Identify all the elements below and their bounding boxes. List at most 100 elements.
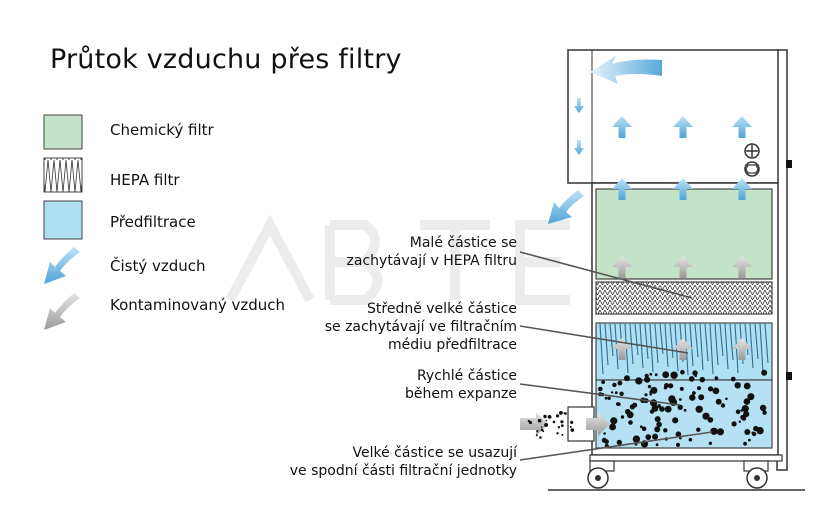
particle (620, 415, 625, 419)
particle (535, 434, 538, 437)
annotation-line: během expanze (404, 386, 517, 402)
annotation-line: Malé částice se (409, 235, 517, 251)
particle (741, 416, 747, 421)
particle (561, 433, 564, 436)
particle (679, 386, 684, 391)
particle (748, 438, 751, 442)
annotation-line: zachytávají v HEPA filtru (346, 253, 517, 269)
prefilter-fiber (744, 323, 749, 356)
legend-swatch-prefilter (43, 200, 83, 240)
particle (688, 437, 693, 442)
inlet-contaminated-air-arrow-icon (586, 412, 610, 436)
annotation-line: Středně velké částice (367, 301, 517, 317)
particle (557, 426, 561, 429)
particle (668, 383, 674, 389)
particle (702, 412, 710, 420)
particle (625, 408, 631, 415)
annotation-fast-particles: Rychlé částice během expanze (405, 367, 517, 403)
legend-swatch-chemical (43, 114, 83, 150)
particle (570, 420, 574, 424)
particle (559, 411, 563, 415)
particle (542, 430, 545, 433)
particle (652, 433, 659, 440)
prefilter-fiber (689, 323, 694, 367)
prefilter-fiber (729, 323, 734, 361)
particle (598, 386, 603, 392)
outlet-clean-air-arrow-icon (590, 56, 662, 84)
prefilter-fiber (649, 323, 654, 373)
particle (619, 391, 624, 396)
particle (644, 393, 648, 397)
particle (692, 391, 696, 395)
particle (645, 434, 652, 440)
particle (644, 373, 649, 378)
annotation-line: Velké částice se usazují (352, 445, 517, 461)
particle (707, 417, 714, 423)
particle (695, 405, 703, 413)
legend-label-clean-air: Čistý vzduch (110, 257, 206, 275)
particle (743, 398, 751, 405)
particle (560, 424, 564, 427)
particle (716, 428, 725, 436)
particle (569, 425, 572, 428)
contaminated-air-arrow-icon (673, 256, 693, 278)
particle (725, 397, 728, 401)
caster-wheel-icon (587, 460, 615, 489)
particle (544, 423, 549, 427)
particle (708, 441, 713, 445)
particle (639, 425, 643, 429)
particle (536, 430, 539, 432)
clean-air-arrow-icon (673, 116, 693, 138)
prefilter-fiber (719, 323, 724, 357)
particle (743, 411, 750, 418)
particle (614, 391, 618, 395)
annotation-medium-particles: Středně velké částice se zachytávají ve … (325, 300, 517, 354)
particle (649, 392, 652, 396)
contaminated-air-arrow-icon (732, 256, 752, 278)
hepa-filter (595, 281, 773, 315)
recirculation-arrow-icon (574, 98, 584, 113)
particle (680, 369, 685, 375)
prefilter-fiber (664, 323, 669, 368)
particle (664, 405, 672, 413)
prefilter-fiber (704, 323, 709, 362)
particle (710, 427, 718, 435)
particle (556, 414, 560, 418)
particle (663, 386, 668, 390)
clean-air-arrow-icon (732, 116, 752, 138)
particle (697, 386, 701, 391)
particle (707, 386, 714, 392)
particle (688, 376, 695, 382)
particle (715, 398, 722, 405)
particle (656, 421, 662, 428)
particle (699, 376, 706, 383)
particle (654, 373, 658, 377)
prefilter-fiber (724, 323, 729, 370)
particle (628, 420, 633, 425)
particle (657, 404, 661, 408)
prefilter-fiber (699, 323, 704, 371)
particle (738, 420, 741, 423)
particle (740, 409, 744, 412)
particle (543, 414, 547, 419)
annotation-large-particles: Velké částice se usazují ve spodní části… (290, 444, 517, 480)
prefilter-fiber (654, 323, 659, 364)
particle (547, 415, 552, 419)
particle (714, 376, 719, 380)
exhaust-clean-air-arrow-icon (548, 190, 584, 224)
particle (659, 406, 665, 412)
particle (698, 394, 705, 401)
particle (654, 416, 661, 423)
clean-air-arrow-icon (612, 116, 632, 138)
particle (744, 429, 751, 435)
particle (720, 403, 726, 408)
annotation-small-particles: Malé částice se zachytávají v HEPA filtr… (347, 234, 517, 270)
particle (616, 439, 622, 446)
particle (617, 380, 623, 386)
particle (649, 372, 653, 376)
particle (647, 384, 652, 389)
prefilter-fiber (749, 323, 754, 369)
particle (604, 396, 608, 400)
particle (527, 419, 530, 423)
particle (677, 404, 683, 410)
